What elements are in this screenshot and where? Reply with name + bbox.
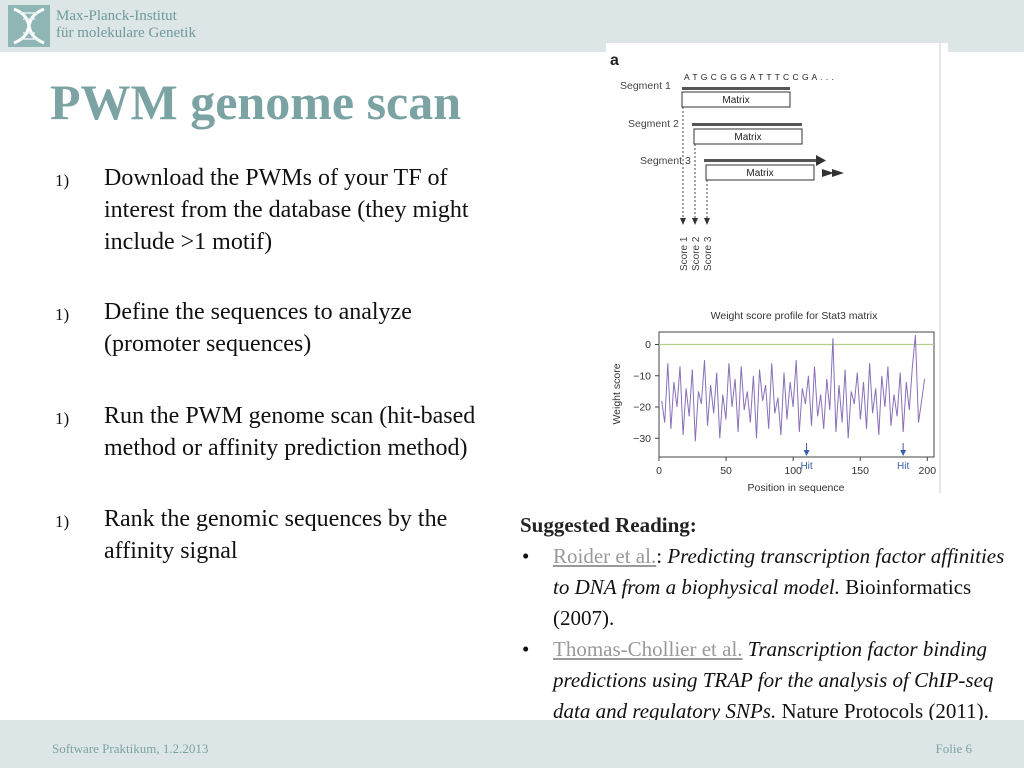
double-arrow-icon (822, 169, 834, 177)
reference-title: Predicting transcription factor affiniti… (553, 544, 1005, 599)
footer-slide-number: Folie 6 (935, 741, 972, 756)
y-axis-label: Weight score (611, 363, 623, 424)
reference-link-roider[interactable]: Roider et al. (553, 544, 657, 568)
x-tick-label: 200 (919, 465, 937, 477)
bullet-icon: • (522, 544, 530, 568)
dna-sequence: A T G C G G G A T T T C C G A . . . (684, 72, 834, 82)
panel-label: a (610, 52, 619, 69)
segment-label: Segment 3 (640, 155, 691, 167)
mpi-logo (8, 5, 50, 47)
bullet-icon: • (522, 637, 530, 661)
reference-title: Transcription factor binding predictions… (553, 637, 994, 723)
step-number: 1) (55, 409, 70, 428)
score-label: Score 1 (679, 236, 690, 271)
plot-frame (658, 331, 935, 458)
institute-line-1: Max-Planck-Institut (56, 8, 177, 24)
matrix-box (705, 164, 815, 181)
figure-svg: a A T G C G G G A T T T C C G A . . . Se… (610, 43, 941, 494)
matrix-box (693, 128, 803, 145)
hit-label: Hit (897, 461, 909, 472)
x-tick-label: 100 (784, 465, 802, 477)
slide-title: PWM genome scan (50, 74, 462, 130)
weight-score-chart: Weight score profile for Stat3 matrix We… (611, 310, 937, 494)
reference-journal: Nature Protocols (2011). (781, 699, 989, 723)
x-tick-label: 0 (656, 465, 662, 477)
arrowhead-icon (816, 155, 826, 166)
step-item: 1) Run the PWM genome scan (hit-based me… (55, 400, 495, 464)
hit-label: Hit (800, 461, 812, 472)
segment-label: Segment 2 (628, 118, 679, 130)
matrix-label: Matrix (734, 132, 761, 143)
down-arrow-icon (704, 218, 710, 225)
segment-bar (682, 87, 790, 90)
step-text: Define the sequences to analyze (promote… (104, 299, 412, 357)
step-item: 1) Rank the genomic sequences by the aff… (55, 503, 495, 567)
y-tick-label: −30 (633, 433, 651, 445)
segment-bar (704, 159, 816, 162)
matrix-box (681, 91, 791, 108)
step-item: 1) Download the PWMs of your TF of inter… (55, 162, 495, 258)
x-tick-label: 50 (720, 465, 732, 477)
step-item: 1) Define the sequences to analyze (prom… (55, 296, 495, 360)
institute-line-2: für molekulare Genetik (56, 25, 196, 41)
score-label: Score 2 (691, 236, 702, 271)
footer-band (0, 720, 1024, 768)
suggested-reading: Suggested Reading: • Roider et al.: Pred… (520, 510, 1015, 727)
matrix-label: Matrix (722, 95, 749, 106)
y-tick-label: −10 (633, 370, 651, 382)
header-band: Max-Planck-Institut für molekulare Genet… (0, 0, 1024, 52)
pwm-scan-figure: a A T G C G G G A T T T C C G A . . . Se… (606, 43, 948, 494)
step-number: 1) (55, 512, 70, 531)
step-list: 1) Download the PWMs of your TF of inter… (55, 162, 495, 567)
x-axis-label: Position in sequence (748, 482, 845, 493)
score-connectors (682, 107, 708, 219)
reference-link-thomas-chollier[interactable]: Thomas-Chollier et al. (553, 637, 743, 661)
reference-item: • Roider et al.: Predicting transcriptio… (520, 541, 1015, 634)
down-arrow-icon (680, 218, 686, 225)
weight-score-line (661, 335, 926, 442)
score-label: Score 3 (703, 236, 714, 271)
down-arrow-icon (692, 218, 698, 225)
footer-course-date: Software Praktikum, 1.2.2013 (52, 741, 209, 756)
dna-logo-icon (8, 5, 50, 47)
segment-label: Segment 1 (620, 80, 671, 92)
institute-name: Max-Planck-Institut für molekulare Genet… (56, 8, 196, 42)
y-tick-label: −20 (633, 402, 651, 414)
reading-heading: Suggested Reading: (520, 513, 697, 537)
reference-list: • Roider et al.: Predicting transcriptio… (520, 541, 1015, 727)
matrix-label: Matrix (746, 168, 773, 179)
reference-journal: Bioinformatics (2007). (553, 575, 972, 630)
chart-title: Weight score profile for Stat3 matrix (711, 310, 878, 322)
step-text: Run the PWM genome scan (hit-based metho… (104, 403, 476, 461)
x-tick-label: 150 (851, 465, 869, 477)
step-text: Download the PWMs of your TF of interest… (104, 165, 469, 255)
reference-separator: : (656, 544, 663, 568)
hit-marker-icon (900, 450, 907, 456)
step-number: 1) (55, 305, 70, 324)
reference-item: • Thomas-Chollier et al. Transcription f… (520, 634, 1015, 727)
hit-marker-icon (803, 450, 810, 456)
step-number: 1) (55, 171, 70, 190)
y-tick-label: 0 (645, 339, 651, 351)
double-arrow-icon (832, 169, 844, 177)
step-text: Rank the genomic sequences by the affini… (104, 506, 448, 564)
segment-bar (692, 123, 802, 126)
